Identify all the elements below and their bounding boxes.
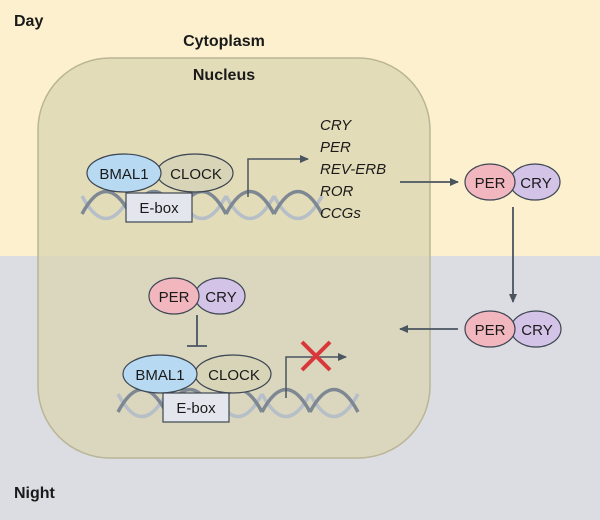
nucleus-label: Nucleus xyxy=(193,67,255,84)
target-gene-list: CRY PER REV-ERB ROR CCGs xyxy=(320,117,386,222)
cry-label-nucleus: CRY xyxy=(205,289,236,306)
per-protein-nucleus xyxy=(148,277,200,315)
bmal1-label-night: BMAL1 xyxy=(135,367,184,384)
ebox-night-label: E-box xyxy=(176,400,216,417)
gene-ccgs: CCGs xyxy=(320,205,361,222)
per-protein-cytoplasm-night xyxy=(464,310,516,348)
nucleus xyxy=(37,57,431,459)
per-label-nucleus: PER xyxy=(159,289,190,306)
ebox-day xyxy=(125,192,193,223)
inhibition-bar xyxy=(187,315,207,347)
blocked-cross-icon xyxy=(300,340,332,372)
per-label-cytoplasm-night: PER xyxy=(475,322,506,339)
cytoplasm-label: Cytoplasm xyxy=(183,33,265,50)
per-label-cytoplasm-day: PER xyxy=(475,175,506,192)
gene-cry: CRY xyxy=(320,117,352,134)
bmal1-protein-night xyxy=(122,354,198,394)
clock-label-day: CLOCK xyxy=(170,166,222,183)
day-label: Day xyxy=(14,13,43,30)
bmal1-label-day: BMAL1 xyxy=(99,166,148,183)
ebox-night xyxy=(162,392,230,423)
bmal1-protein-day xyxy=(86,153,162,193)
transcription-arrow-night xyxy=(285,353,347,398)
gene-rev-erb: REV-ERB xyxy=(320,161,386,178)
gene-ror: ROR xyxy=(320,183,354,200)
transcription-arrow-day xyxy=(247,155,309,197)
gene-per: PER xyxy=(320,139,351,156)
per-protein-cytoplasm-day xyxy=(464,163,516,201)
clock-label-night: CLOCK xyxy=(208,367,260,384)
night-label: Night xyxy=(14,485,56,502)
cry-label-cytoplasm-night: CRY xyxy=(521,322,552,339)
cry-label-cytoplasm-day: CRY xyxy=(520,175,551,192)
ebox-day-label: E-box xyxy=(139,200,179,217)
